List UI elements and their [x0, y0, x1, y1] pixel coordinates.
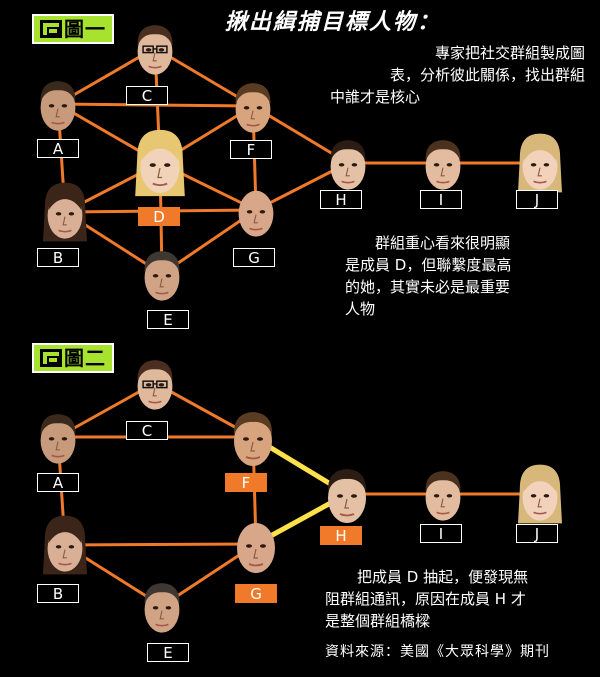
diagram1-person-f-label: F — [230, 140, 272, 159]
diagram2-person-i-face — [415, 461, 471, 527]
diagram2-person-e-face — [134, 573, 190, 639]
source-credit: 資料來源：美國《大眾科學》期刊 — [325, 644, 550, 660]
figure-1-badge: 圖一 — [32, 14, 114, 44]
diagram1-person-e-face — [134, 241, 190, 307]
diagram1-person-g-face — [228, 177, 284, 243]
figure-2-badge: 圖二 — [32, 343, 114, 373]
diagram1-person-b-label: B — [37, 248, 79, 267]
diagram2-person-a-face — [30, 404, 86, 470]
page-title: 揪出緝捕目標人物： — [225, 10, 442, 35]
diagram2-person-b-face — [37, 512, 93, 578]
diagram2-person-j-face — [512, 461, 568, 527]
diagram1-person-j-face — [512, 130, 568, 196]
diagram2-person-e-label: E — [147, 643, 189, 662]
diagram2-person-i-label: I — [420, 524, 462, 543]
diagram1-person-e-label: E — [147, 310, 189, 329]
diagram2-person-c-label: C — [126, 421, 168, 440]
diagram1-person-h-label: H — [320, 190, 362, 209]
diagram2-person-a-label: A — [37, 473, 79, 492]
diagram1-person-f-face — [225, 73, 281, 139]
diagram1-person-i-face — [415, 130, 471, 196]
figure-icon — [40, 20, 62, 38]
d1-edge-A-F — [57, 102, 254, 108]
diagram1-person-a-face — [30, 71, 86, 137]
diagram2-person-h-label: H — [320, 526, 362, 545]
diagram1-person-a-label: A — [37, 139, 79, 158]
diagram1-person-g-label: G — [233, 248, 275, 267]
diagram2-person-g-label: G — [235, 584, 277, 603]
diagram1-person-j-label: J — [516, 190, 558, 209]
diagram1-person-d-face — [129, 113, 191, 213]
diagram2-person-h-face — [316, 458, 378, 530]
diagram1-person-h-face — [320, 130, 376, 196]
diagram2-person-g-face — [225, 508, 287, 580]
figure-icon — [40, 349, 62, 367]
diagram2-person-f-label: F — [225, 473, 267, 492]
d2-edge-B-G — [64, 542, 257, 547]
diagram2-person-b-label: B — [37, 584, 79, 603]
diagram1-person-c-label: C — [126, 86, 168, 105]
diagram2-person-f-face — [222, 401, 284, 473]
caption-middle: 群組重心看來很明顯 是成員 D，但聯繫度最高 的她，其實未必是最重要 人物 — [345, 234, 512, 318]
caption-top: 專家把社交群組製成圖 表，分析彼此關係，找出群組 中誰才是核心 — [330, 44, 585, 106]
caption-bottom: 把成員 D 抽起，便發現無 阻群組通訊，原因在成員 H 才 是整個群組橋樑 — [325, 568, 529, 630]
diagram1-person-d-label: D — [138, 207, 180, 226]
diagram1-person-b-face — [37, 179, 93, 245]
diagram1-person-i-label: I — [420, 190, 462, 209]
diagram2-person-j-label: J — [516, 524, 558, 543]
diagram2-person-c-face — [127, 350, 183, 416]
diagram1-person-c-face — [127, 15, 183, 81]
